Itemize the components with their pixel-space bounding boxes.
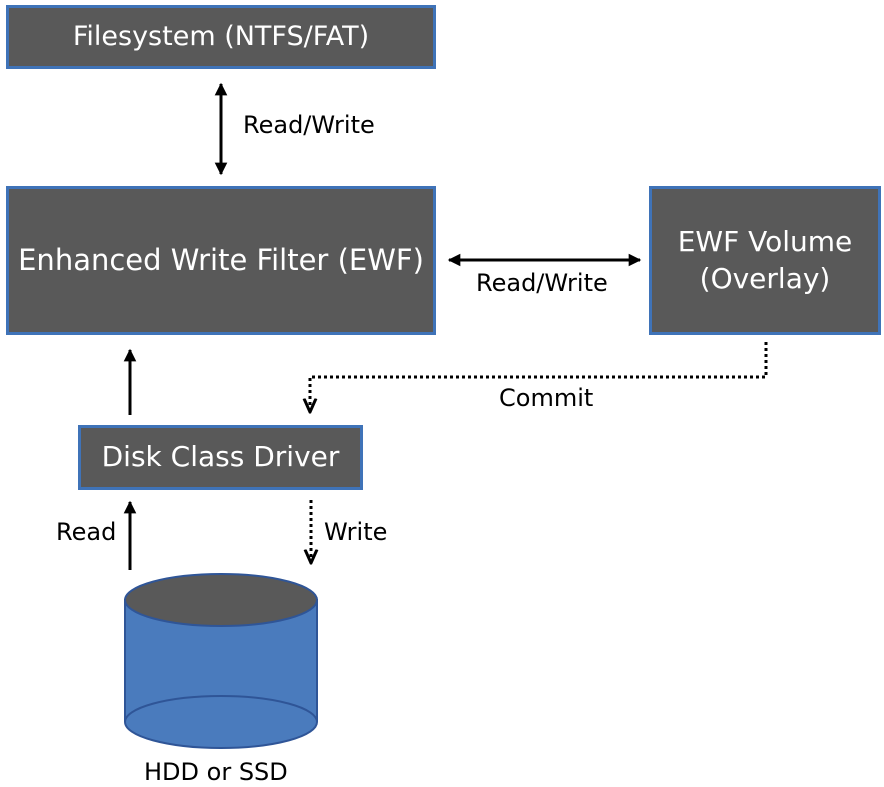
read-edge-label: Read — [56, 518, 117, 546]
ewf-label: Enhanced Write Filter (EWF) — [18, 242, 424, 277]
disk-cylinder-icon — [124, 573, 318, 749]
write-edge-label: Write — [324, 518, 388, 546]
fs-ewf-edge-label: Read/Write — [243, 111, 375, 139]
commit-edge-label: Commit — [499, 384, 594, 412]
ewf-node: Enhanced Write Filter (EWF) — [6, 186, 436, 335]
disk-label: HDD or SSD — [144, 758, 288, 786]
ewf-volume-label-line1: EWF Volume — [677, 225, 853, 259]
filesystem-label: Filesystem (NTFS/FAT) — [72, 21, 370, 53]
disk-class-driver-label: Disk Class Driver — [101, 440, 340, 474]
filesystem-node: Filesystem (NTFS/FAT) — [6, 5, 436, 69]
ewf-volume-edge-label: Read/Write — [476, 269, 608, 297]
disk-class-driver-node: Disk Class Driver — [78, 425, 363, 490]
ewf-volume-node: EWF Volume (Overlay) — [649, 186, 881, 335]
ewf-volume-label-line2: (Overlay) — [699, 261, 831, 295]
